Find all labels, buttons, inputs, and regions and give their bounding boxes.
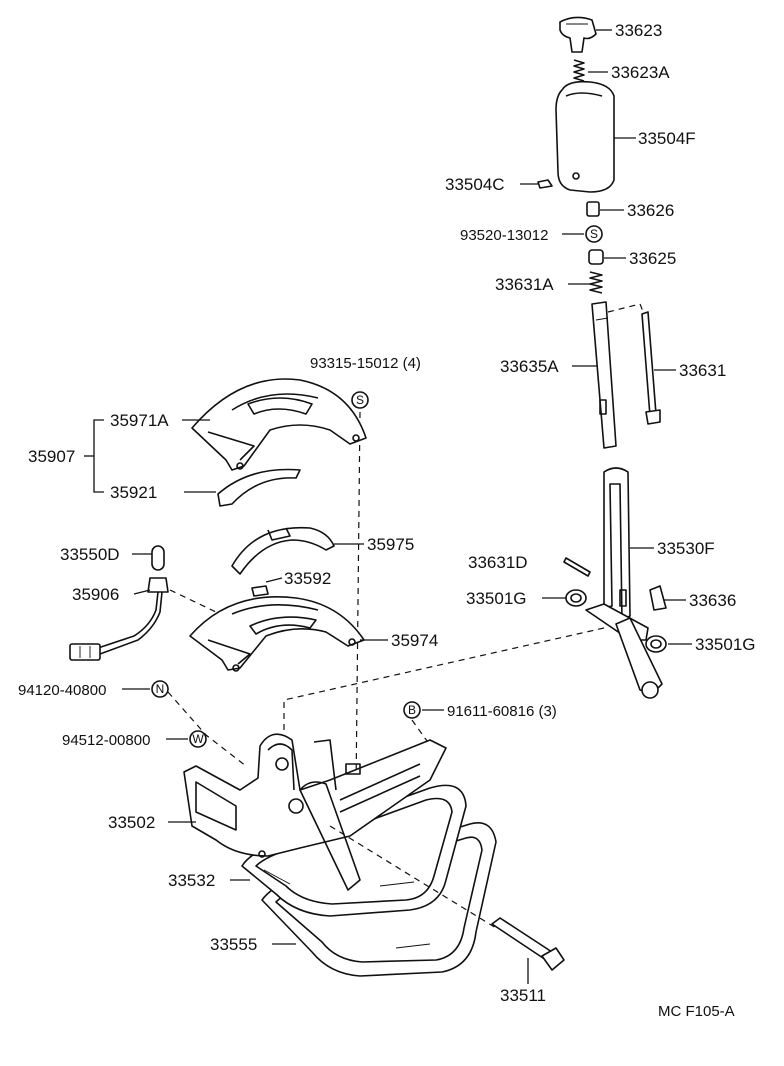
label-93315: 93315-15012 (4) (310, 355, 421, 372)
pin-33631d (563, 557, 591, 577)
spring-33623a (573, 59, 585, 82)
screw-33504c (537, 179, 553, 189)
label-35921: 35921 (110, 483, 157, 502)
label-33631a: 33631A (495, 275, 554, 294)
symbol-b-circle (403, 701, 421, 719)
bushing-33625 (588, 249, 604, 265)
bolt-33511 (491, 917, 565, 971)
label-33502: 33502 (108, 813, 155, 832)
label-33555: 33555 (210, 935, 257, 954)
label-35592: 33592 (284, 569, 331, 588)
label-33504c: 33504C (445, 175, 505, 194)
label-35975: 35975 (367, 535, 414, 554)
label-33530f: 33530F (657, 539, 715, 558)
bushing-33501g-right (645, 635, 667, 653)
label-33636: 33636 (689, 591, 736, 610)
label-33501g-left: 33501G (466, 589, 527, 608)
plate-35975 (231, 526, 335, 575)
svg-text:B: B (408, 703, 416, 717)
label-33623: 33623 (615, 21, 662, 40)
label-33625: 33625 (629, 249, 676, 268)
label-94512: 94512-00800 (62, 732, 150, 749)
symbol-s-circle-2 (351, 391, 369, 409)
label-35907: 35907 (28, 447, 75, 466)
symbol-n-circle (151, 680, 169, 698)
socket-35906 (69, 577, 169, 661)
label-35906: 35906 (72, 585, 119, 604)
label-33550d: 33550D (60, 545, 120, 564)
cover-35974 (189, 596, 365, 672)
diagram-caption: MC F105-A (658, 1003, 735, 1020)
rod-33635a (591, 301, 617, 449)
shift-boot (555, 80, 615, 193)
base-33502 (183, 733, 447, 891)
rod-33631 (641, 311, 661, 425)
label-33623a: 33623A (611, 63, 670, 82)
lever-33530f (585, 467, 663, 699)
label-91611: 91611-60816 (3) (447, 703, 557, 720)
svg-text:S: S (356, 393, 364, 407)
label-33504f: 33504F (638, 129, 696, 148)
bushing-33626 (586, 201, 600, 217)
cover-35971a (191, 378, 367, 471)
label-93520: 93520-13012 (460, 227, 548, 244)
label-33501g-right: 33501G (695, 635, 756, 654)
bulb-33550d (151, 545, 165, 571)
spring-33631a (589, 271, 603, 294)
svg-text:N: N (156, 682, 165, 696)
clip-33592 (251, 585, 269, 597)
symbol-w-circle (189, 730, 207, 748)
label-35971a: 35971A (110, 411, 169, 430)
label-35974: 35974 (391, 631, 438, 650)
label-33511: 33511 (500, 986, 546, 1005)
shift-knob (559, 16, 597, 53)
svg-text:W: W (192, 732, 204, 746)
label-33532: 33532 (168, 871, 215, 890)
plate-35921 (217, 468, 301, 507)
svg-text:S: S (590, 227, 598, 241)
clip-33636 (649, 585, 667, 611)
label-33626: 33626 (627, 201, 674, 220)
symbol-s-circle (585, 225, 603, 243)
label-33631d: 33631D (468, 553, 528, 572)
label-33631: 33631 (679, 361, 726, 380)
bushing-33501g-left (565, 589, 587, 607)
label-33635a: 33635A (500, 357, 559, 376)
label-94120: 94120-40800 (18, 682, 106, 699)
